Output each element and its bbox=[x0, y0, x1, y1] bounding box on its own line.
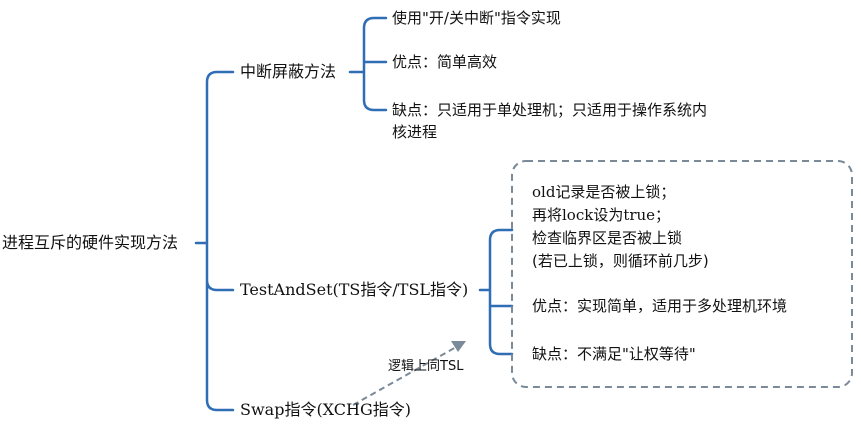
relation-arrowhead bbox=[451, 341, 466, 352]
interrupt-leaf-disadvantage-cont: 核进程 bbox=[392, 123, 438, 141]
tsl-leaf-disadvantage: 缺点：不满足"让权等待" bbox=[532, 345, 696, 363]
interrupt-leaf-usage: 使用"开/关中断"指令实现 bbox=[392, 9, 561, 27]
branch-interrupt-mask: 中断屏蔽方法 bbox=[240, 62, 337, 81]
root-trunk bbox=[194, 70, 235, 412]
interrupt-leaf-advantage: 优点：简单高效 bbox=[392, 53, 498, 71]
testandset-details-box bbox=[511, 160, 853, 388]
tsl-leaf-advantage: 优点：实现简单，适用于多处理机环境 bbox=[532, 297, 788, 315]
tsl-step-loop: (若已上锁，则循环前几步) bbox=[532, 252, 709, 270]
testandset-branch-connector bbox=[478, 228, 514, 356]
tsl-step-old: old记录是否被上锁； bbox=[532, 183, 676, 201]
relation-arrow bbox=[352, 345, 459, 406]
tsl-step-lock: 再将lock设为true； bbox=[532, 206, 671, 224]
interrupt-branch-connector bbox=[348, 16, 388, 112]
interrupt-leaf-disadvantage: 缺点：只适用于单处理机；只适用于操作系统内 bbox=[392, 101, 708, 119]
branch-swap: Swap指令(XCHG指令) bbox=[240, 400, 412, 419]
branch-testandset: TestAndSet(TS指令/TSL指令) bbox=[240, 280, 469, 299]
tsl-step-check: 检查临界区是否被上锁 bbox=[532, 229, 683, 247]
relation-label: 逻辑上同TSL bbox=[388, 359, 464, 374]
root-label: 进程互斥的硬件实现方法 bbox=[2, 233, 179, 252]
